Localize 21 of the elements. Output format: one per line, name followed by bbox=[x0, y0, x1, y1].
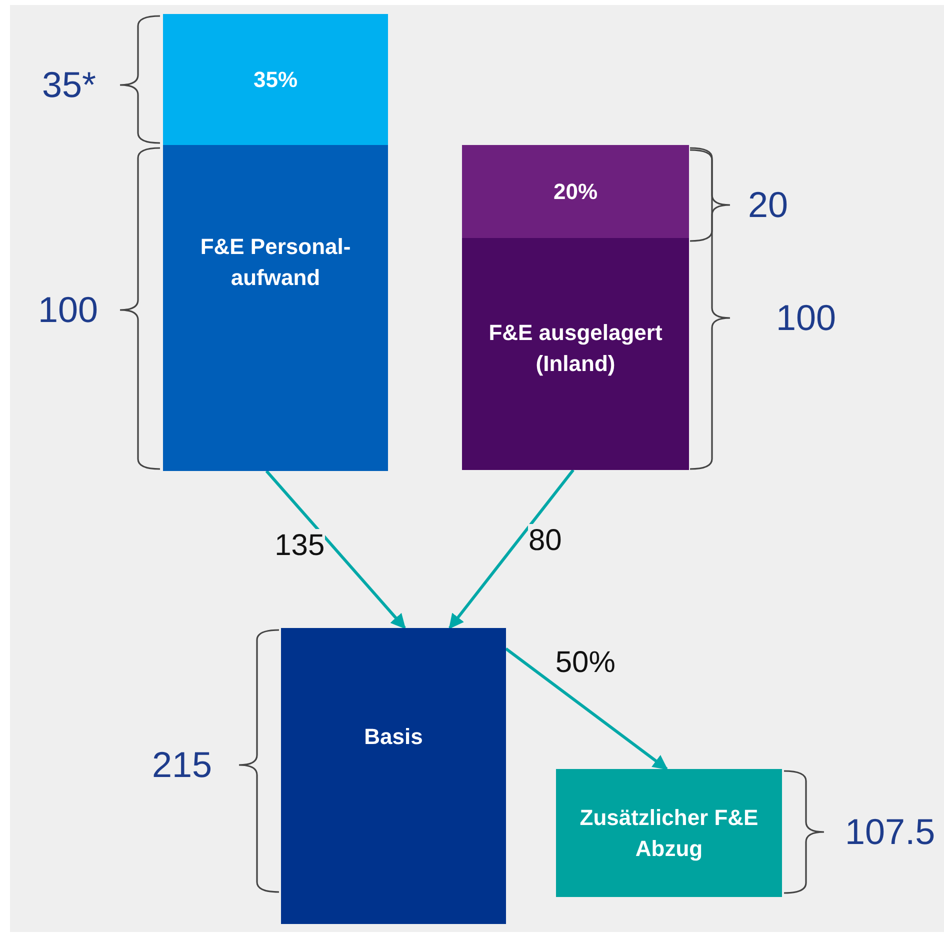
segment-label: 20% bbox=[553, 178, 598, 206]
value-label: 215 bbox=[152, 745, 212, 785]
bar-segment bbox=[462, 238, 689, 470]
bar-segment bbox=[163, 14, 388, 145]
value-label: 20 bbox=[748, 185, 788, 225]
arrow bbox=[505, 648, 668, 770]
segment-label: Zusätzlicher F&E Abzug bbox=[578, 804, 760, 863]
value-label: 35* bbox=[42, 65, 96, 105]
arrow bbox=[448, 469, 574, 630]
bar-segment bbox=[556, 769, 782, 897]
segment-label: F&E Personal- aufwand bbox=[199, 233, 352, 292]
value-label: 100 bbox=[38, 290, 98, 330]
segment-label: Basis bbox=[364, 722, 423, 750]
bar-segment bbox=[163, 145, 388, 471]
arrow bbox=[265, 470, 406, 630]
segment-label: 35% bbox=[253, 66, 298, 94]
value-label: 107.5 bbox=[845, 812, 936, 852]
segment-label: F&E ausgelagert (Inland) bbox=[488, 319, 664, 378]
value-label: 100 bbox=[776, 298, 836, 338]
bar-segment bbox=[281, 628, 506, 924]
bar-segment bbox=[462, 145, 689, 238]
